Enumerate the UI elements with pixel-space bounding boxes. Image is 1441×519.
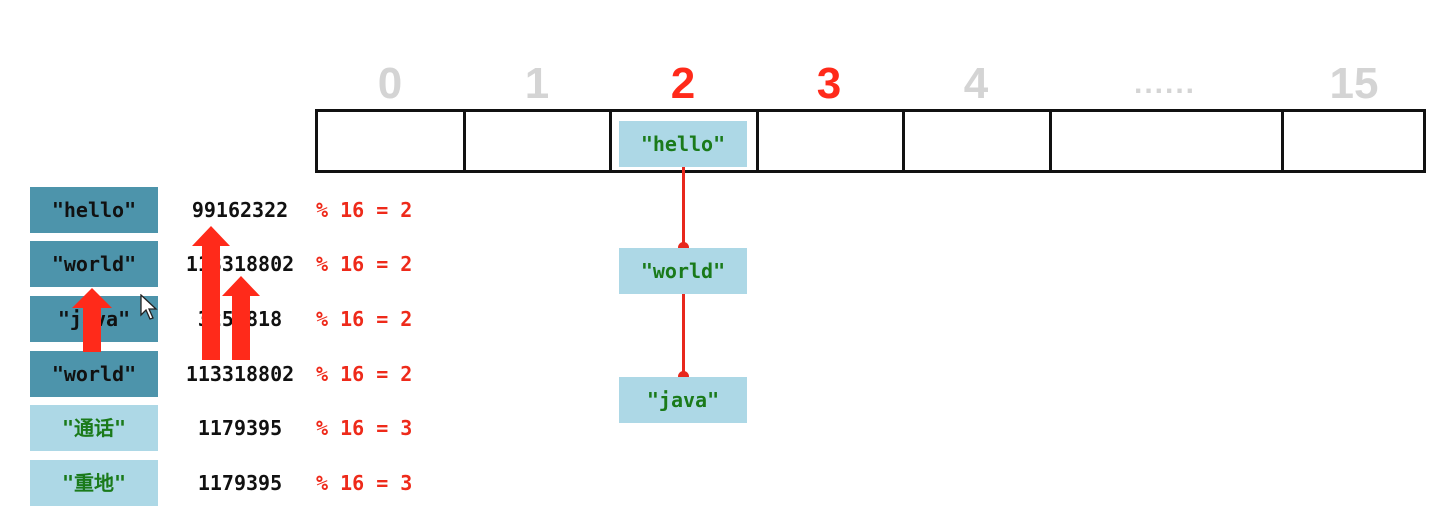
entry-key: "重地" <box>30 460 158 506</box>
bucket-array <box>315 109 1426 173</box>
mouse-pointer-icon <box>140 294 158 320</box>
bucket-index-4: 4 <box>963 59 989 108</box>
bucket-divider <box>902 112 905 170</box>
bucket-divider <box>1281 112 1284 170</box>
bucket-index-ellipsis: ...... <box>1133 67 1196 100</box>
entry-mod: % 16 = 2 <box>316 307 413 331</box>
bucket-divider <box>1049 112 1052 170</box>
bucket-index-2: 2 <box>670 59 696 108</box>
entry-hash: 1179395 <box>197 471 283 495</box>
entry-hash: 1179395 <box>197 416 283 440</box>
bucket-index-0: 0 <box>377 59 403 108</box>
chain-node-hello: "hello" <box>619 121 747 167</box>
bucket-divider <box>609 112 612 170</box>
up-arrow-icon <box>192 226 230 360</box>
bucket-index-15: 15 <box>1329 59 1379 108</box>
chain-node-java: "java" <box>619 377 747 423</box>
entry-key: "hello" <box>30 187 158 233</box>
entry-key: "world" <box>30 351 158 397</box>
chain-node-world: "world" <box>619 248 747 294</box>
entry-hash: 113318802 <box>185 362 295 386</box>
up-arrow-icon <box>222 276 260 360</box>
bucket-divider <box>463 112 466 170</box>
entry-mod: % 16 = 3 <box>316 416 413 440</box>
bucket-divider <box>756 112 759 170</box>
entry-mod: % 16 = 2 <box>316 198 413 222</box>
entry-mod: % 16 = 3 <box>316 471 413 495</box>
entry-mod: % 16 = 2 <box>316 362 413 386</box>
chain-link-line <box>682 294 685 376</box>
entry-key: "通话" <box>30 405 158 451</box>
entry-key: "world" <box>30 241 158 287</box>
chain-link-line <box>682 167 685 247</box>
chain-link-dot <box>678 242 689 253</box>
entry-mod: % 16 = 2 <box>316 252 413 276</box>
bucket-index-1: 1 <box>524 59 550 108</box>
chain-link-dot <box>678 371 689 382</box>
bucket-index-3: 3 <box>816 59 842 108</box>
entry-hash: 99162322 <box>191 198 289 222</box>
up-arrow-icon <box>72 288 112 352</box>
